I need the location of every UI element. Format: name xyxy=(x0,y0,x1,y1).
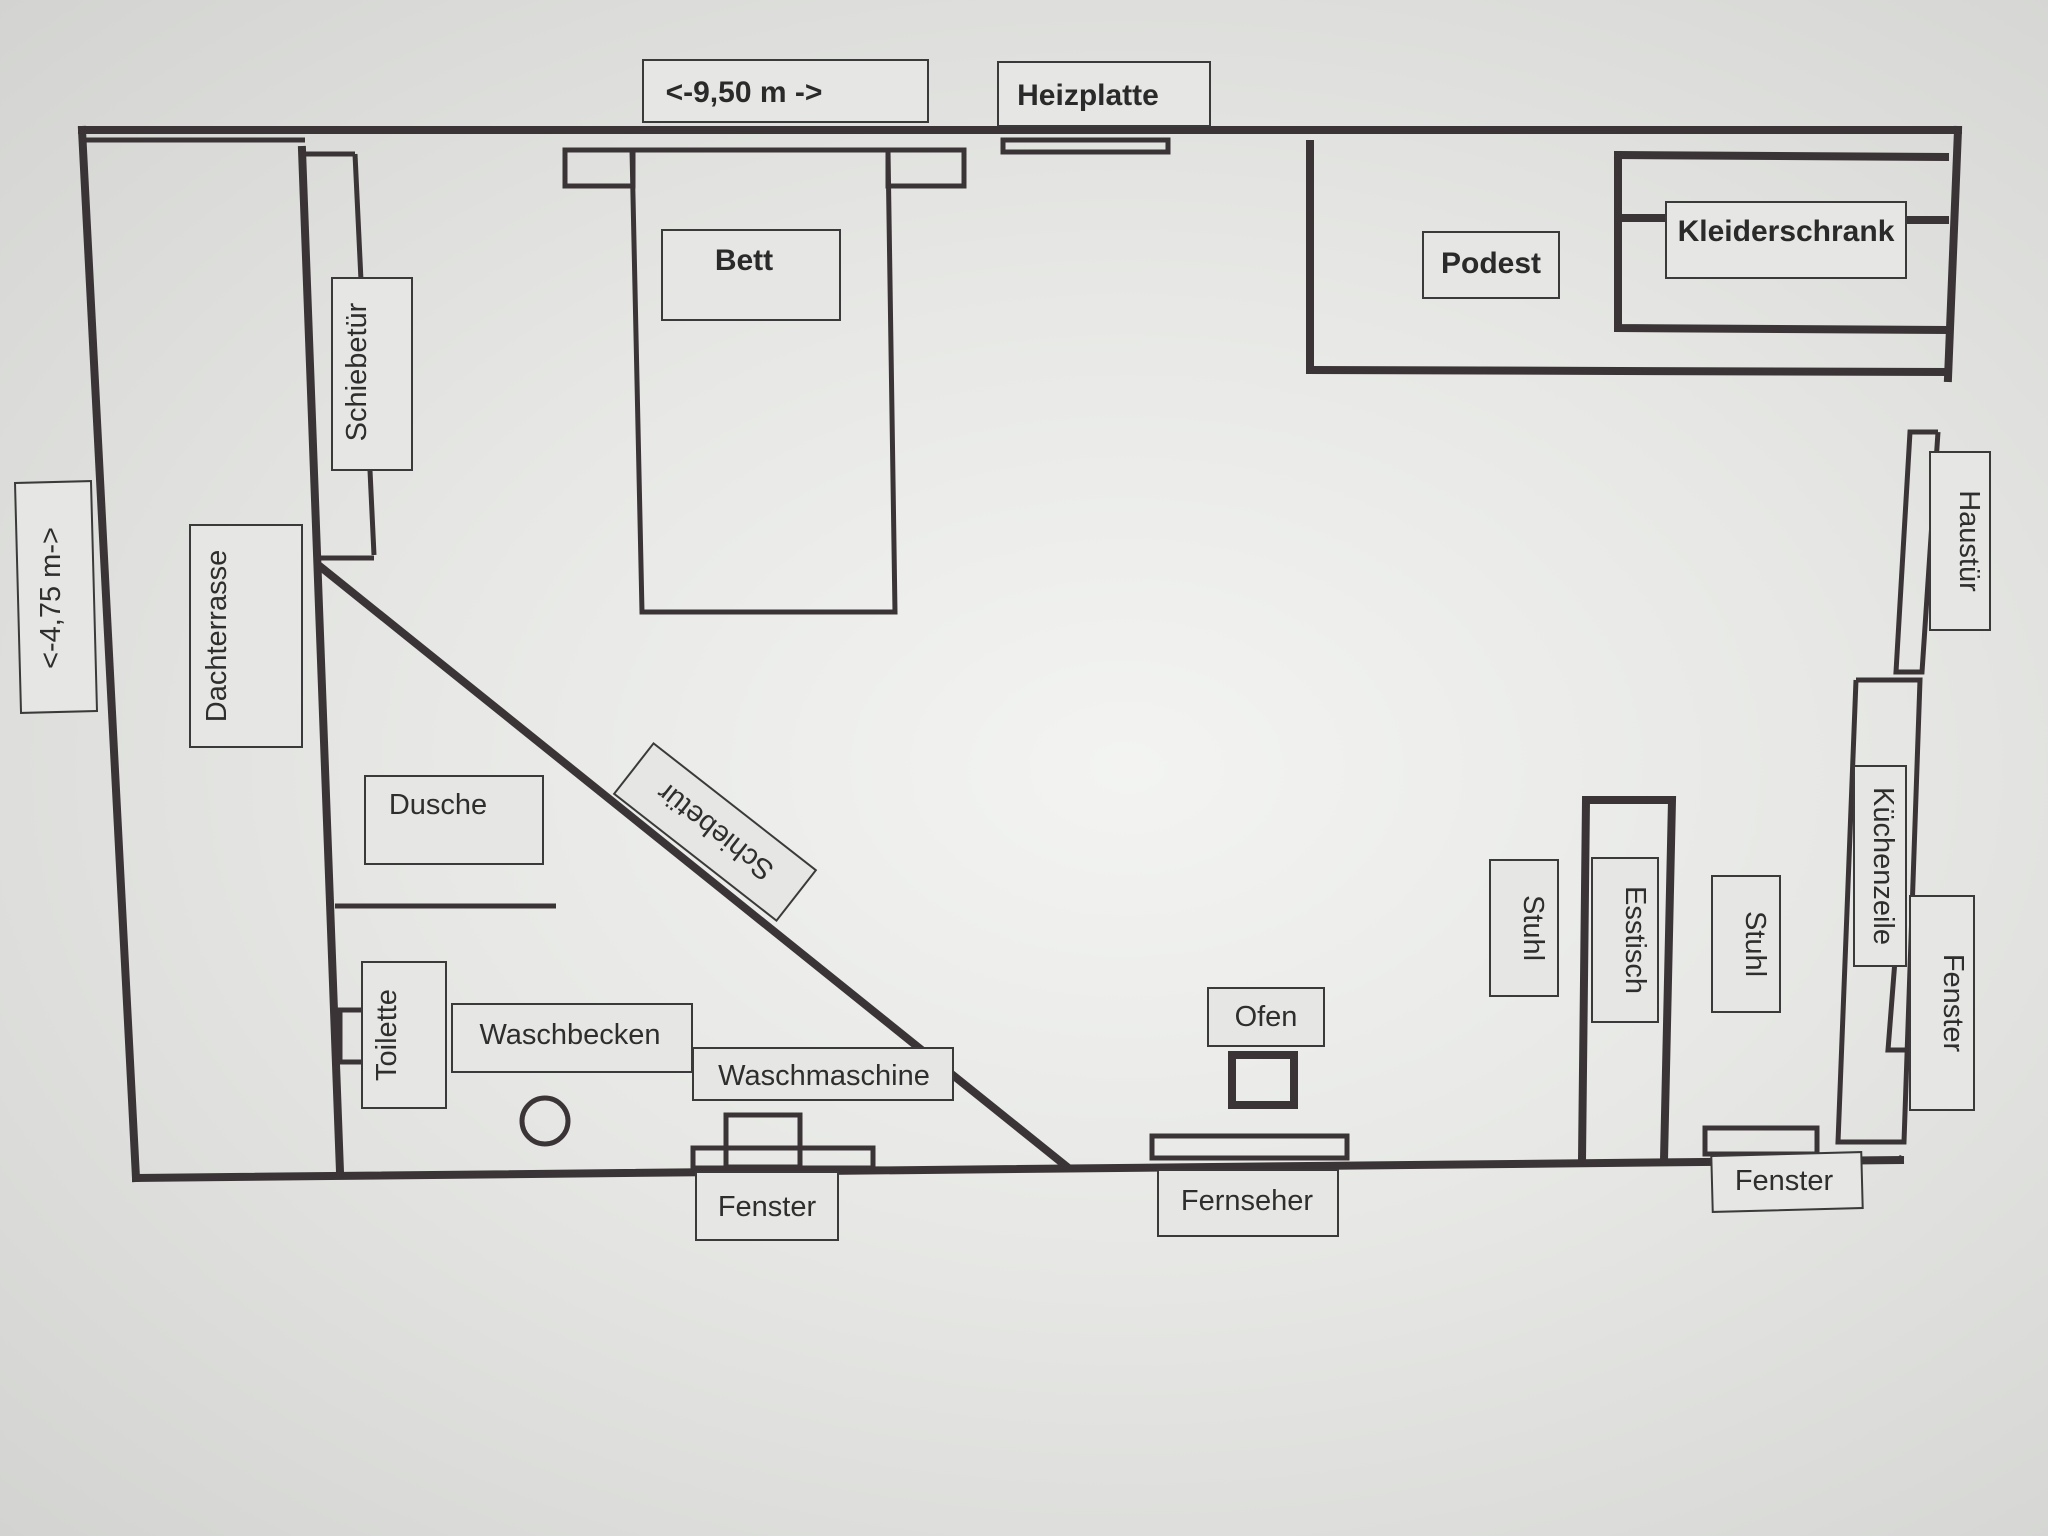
svg-text:Waschmaschine: Waschmaschine xyxy=(718,1060,930,1092)
floor-drain xyxy=(519,1095,571,1147)
tv-stand xyxy=(1149,1133,1350,1161)
bed xyxy=(562,147,967,615)
label-schiebetuer-top: Schiebetür xyxy=(331,277,413,471)
svg-text:Stuhl: Stuhl xyxy=(1739,911,1771,977)
svg-text:Kleiderschrank: Kleiderschrank xyxy=(1678,215,1895,248)
label-fenster-right: Fenster xyxy=(1909,895,1975,1111)
svg-text:Fenster: Fenster xyxy=(1937,954,1969,1053)
window-bottom-left xyxy=(690,1112,876,1171)
svg-text:Fernseher: Fernseher xyxy=(1181,1185,1314,1217)
dining-table xyxy=(1577,796,1677,1165)
label-height-dimension: <-4,75 m-> xyxy=(13,480,99,714)
label-width-dimension: <-9,50 m -> xyxy=(642,59,929,123)
label-stuhl-right: Stuhl xyxy=(1711,875,1781,1013)
label-fenster-bottom-left: Fenster xyxy=(695,1171,839,1241)
svg-text:<-4,75 m->: <-4,75 m-> xyxy=(35,527,67,669)
heizplatte-radiator xyxy=(1000,137,1171,155)
label-kuechenzeile: Küchenzeile xyxy=(1853,765,1907,967)
window-bottom-right xyxy=(1702,1125,1820,1157)
svg-text:Esstisch: Esstisch xyxy=(1619,886,1651,994)
label-haustuer: Haustür xyxy=(1929,451,1991,631)
svg-text:Fenster: Fenster xyxy=(1735,1165,1834,1197)
svg-text:Podest: Podest xyxy=(1441,247,1541,280)
label-dachterrasse: Dachterrasse xyxy=(189,524,303,748)
svg-text:Bett: Bett xyxy=(715,244,773,277)
label-ofen: Ofen xyxy=(1207,987,1325,1047)
outer-walls xyxy=(77,125,1963,1183)
svg-text:Küchenzeile: Küchenzeile xyxy=(1867,787,1899,945)
svg-text:Stuhl: Stuhl xyxy=(1517,895,1549,961)
label-podest: Podest xyxy=(1422,231,1560,299)
label-waschbecken: Waschbecken xyxy=(451,1003,693,1073)
svg-text:Haustür: Haustür xyxy=(1953,490,1985,592)
label-fenster-bottom-right: Fenster xyxy=(1710,1151,1864,1213)
label-dusche: Dusche xyxy=(364,775,544,865)
svg-text:Dusche: Dusche xyxy=(389,789,487,821)
label-bett: Bett xyxy=(661,229,841,321)
svg-text:Dachterrasse: Dachterrasse xyxy=(201,550,233,722)
svg-text:Ofen: Ofen xyxy=(1235,1001,1298,1033)
podest-platform xyxy=(1305,140,1953,377)
label-toilette: Toilette xyxy=(361,961,447,1109)
label-heizplatte: Heizplatte xyxy=(997,61,1211,127)
oven xyxy=(1228,1051,1298,1109)
wardrobe xyxy=(1613,150,1950,335)
label-stuhl-left: Stuhl xyxy=(1489,859,1559,997)
svg-text:Heizplatte: Heizplatte xyxy=(1017,79,1159,112)
svg-text:Fenster: Fenster xyxy=(718,1191,817,1223)
svg-text:<-9,50 m ->: <-9,50 m -> xyxy=(666,76,823,109)
label-waschmaschine: Waschmaschine xyxy=(692,1047,954,1101)
svg-text:Toilette: Toilette xyxy=(371,989,403,1081)
label-esstisch: Esstisch xyxy=(1591,857,1659,1023)
svg-text:Schiebetür: Schiebetür xyxy=(341,302,373,441)
label-kleiderschrank: Kleiderschrank xyxy=(1665,201,1907,279)
label-fernseher: Fernseher xyxy=(1157,1169,1339,1237)
svg-text:Waschbecken: Waschbecken xyxy=(479,1019,660,1051)
